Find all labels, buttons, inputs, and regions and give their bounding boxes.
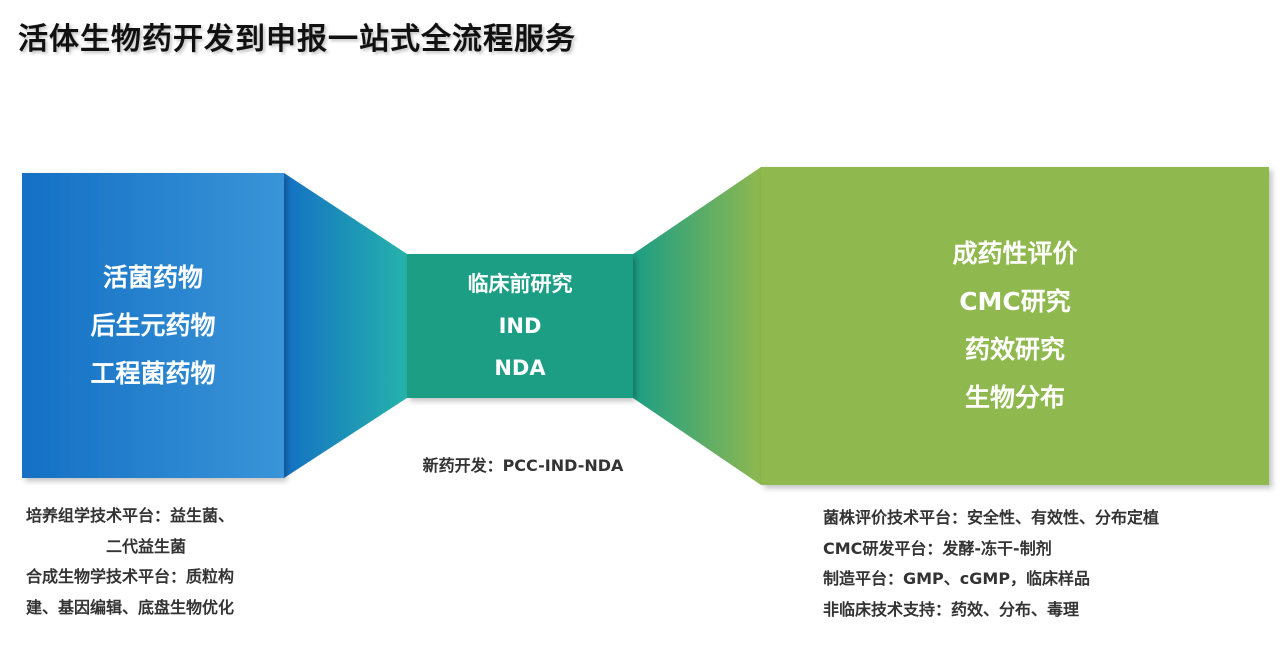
- left-item-1: 活菌药物: [102, 262, 203, 292]
- right-funnel: [633, 167, 761, 485]
- page-title: 活体生物药开发到申报一站式全流程服务: [18, 22, 576, 57]
- left-note-3: 合成生物学技术平台：质粒构: [26, 567, 235, 586]
- right-note-4: 非临床技术支持：药效、分布、毒理: [823, 599, 1080, 619]
- right-note-3: 制造平台：GMP、cGMP，临床样品: [823, 569, 1091, 588]
- left-notes: 培养组学技术平台：益生菌、 二代益生菌 合成生物学技术平台：质粒构 建、基因编辑…: [26, 501, 288, 623]
- right-note-1: 菌株评价技术平台：安全性、有效性、分布定植: [823, 508, 1160, 527]
- right-item-1: 成药性评价: [952, 239, 1078, 268]
- middle-item-2: IND: [498, 314, 542, 338]
- middle-caption: 新药开发：PCC-IND-NDA: [422, 456, 624, 475]
- left-note-1: 培养组学技术平台：益生菌、: [26, 506, 235, 525]
- middle-item-1: 临床前研究: [467, 272, 573, 296]
- left-note-4: 建、基因编辑、底盘生物优化: [26, 597, 235, 617]
- right-box: [761, 167, 1269, 485]
- left-funnel: [284, 173, 407, 478]
- right-box-labels: 成药性评价 CMC研究 药效研究 生物分布: [761, 167, 1269, 485]
- left-item-2: 后生元药物: [90, 310, 216, 340]
- middle-box-labels: 临床前研究 IND NDA: [407, 254, 633, 398]
- middle-item-3: NDA: [494, 356, 546, 380]
- left-box: [22, 173, 284, 478]
- right-notes: 菌株评价技术平台：安全性、有效性、分布定植 CMC研发平台：发酵-冻干-制剂 制…: [823, 503, 1263, 625]
- right-note-2: CMC研发平台：发酵-冻干-制剂: [823, 538, 1052, 558]
- left-box-labels: 活菌药物 后生元药物 工程菌药物: [22, 173, 284, 478]
- right-item-4: 生物分布: [964, 383, 1065, 412]
- right-item-2: CMC研究: [959, 287, 1071, 316]
- right-item-3: 药效研究: [964, 335, 1065, 364]
- left-item-3: 工程菌药物: [90, 358, 216, 388]
- middle-box: [407, 254, 633, 398]
- left-note-2: 二代益生菌: [106, 536, 187, 556]
